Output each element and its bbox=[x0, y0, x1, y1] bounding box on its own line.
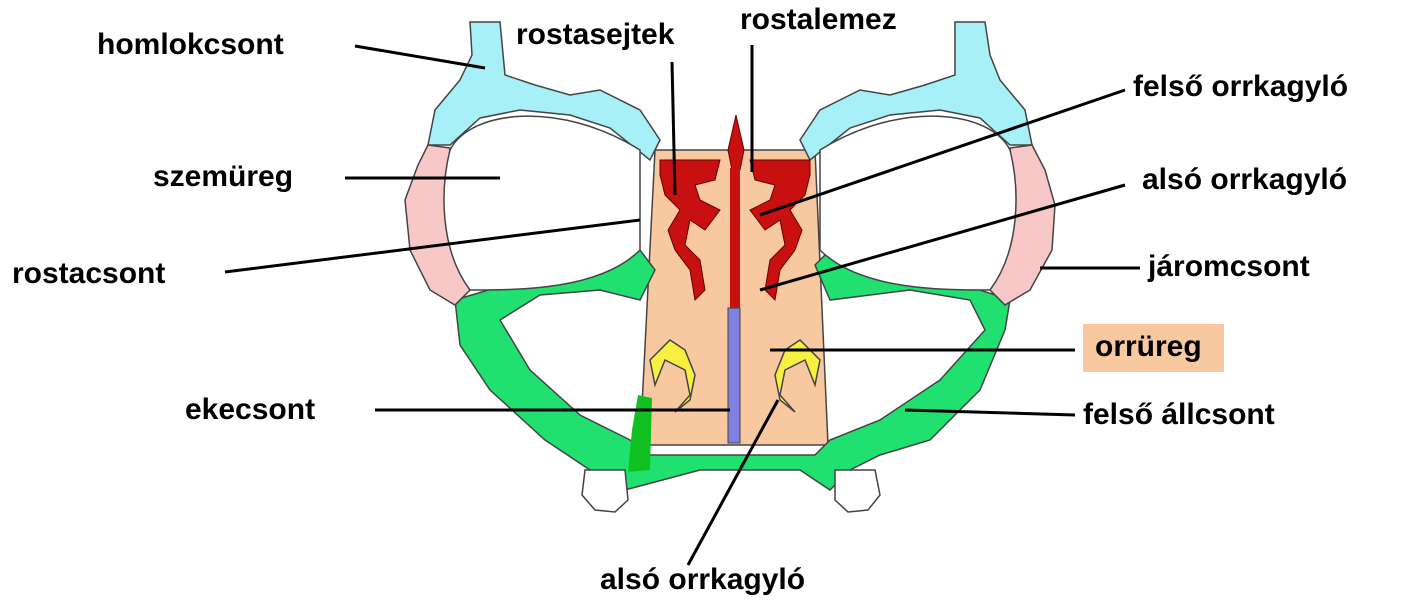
leader-homlokcsont bbox=[355, 46, 485, 68]
label-felso-allcsont: felső állcsont bbox=[1083, 398, 1275, 432]
label-ekecsont: ekecsont bbox=[185, 393, 315, 427]
label-rostalemez: rostalemez bbox=[740, 3, 897, 37]
label-felso-orrkagylo: felső orrkagyló bbox=[1133, 70, 1348, 104]
label-jaromcsont: járomcsont bbox=[1148, 250, 1310, 284]
label-orrureg: orrüreg bbox=[1083, 324, 1224, 372]
label-szemureg: szemüreg bbox=[153, 160, 293, 194]
label-homlokcsont: homlokcsont bbox=[97, 28, 284, 62]
orbit-left-outline bbox=[444, 116, 640, 290]
vomer-bone bbox=[728, 308, 740, 443]
label-rostasejtek: rostasejtek bbox=[516, 18, 674, 52]
ethmoid-crista bbox=[728, 115, 744, 170]
maxilla-dark-patch bbox=[628, 395, 652, 472]
ethmoid-perpendicular-plate bbox=[730, 168, 740, 308]
tooth-left bbox=[582, 470, 628, 512]
label-also-orrkagylo-right: alsó orrkagyló bbox=[1142, 163, 1347, 197]
label-also-orrkagylo-bottom: alsó orrkagyló bbox=[600, 563, 805, 597]
label-rostacsont: rostacsont bbox=[12, 257, 165, 291]
tooth-right bbox=[835, 470, 880, 512]
